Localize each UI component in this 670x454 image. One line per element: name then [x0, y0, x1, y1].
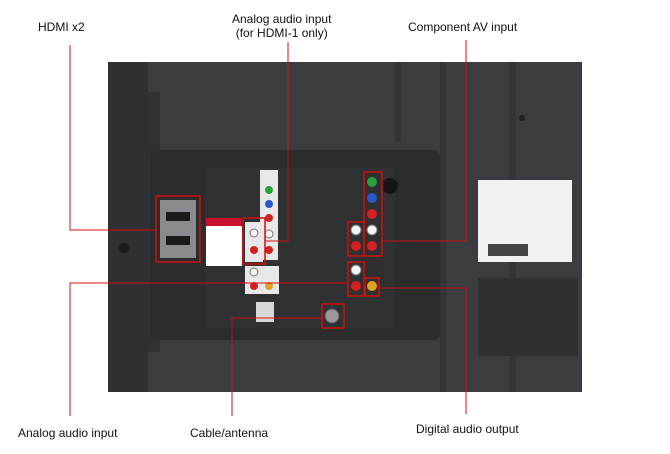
leader-hdmi: [69, 45, 156, 231]
jack-red: [265, 246, 273, 254]
mount-screw: [119, 243, 129, 253]
analog-hdmi-label: Analog audio input (for HDMI-1 only): [232, 12, 331, 40]
component-label: Component AV input: [408, 20, 518, 34]
analog-hdmi-module: [245, 222, 263, 262]
rib: [395, 62, 401, 142]
callout-digital: [364, 277, 380, 297]
callout-analog-audio: [347, 261, 365, 297]
jack-white: [350, 224, 362, 236]
hdmi-sticker-header: [206, 218, 242, 226]
jack-blue: [265, 200, 273, 208]
leader-component: [382, 40, 467, 242]
leader-digital: [379, 287, 467, 414]
jack-white: [366, 224, 378, 236]
vent-grille: [478, 278, 578, 356]
jack-white: [350, 264, 362, 276]
callout-component-left: [347, 221, 365, 257]
mount-hole: [519, 115, 525, 121]
digital-audio-label: Digital audio output: [416, 422, 519, 436]
callout-component: [363, 171, 383, 257]
leader-lines: [69, 40, 467, 416]
hdmi-module: [160, 200, 196, 258]
jack-red: [367, 209, 377, 219]
cable-antenna-label: Cable/antenna: [190, 426, 269, 440]
cable-connector: [324, 308, 340, 324]
jack-orange: [367, 281, 377, 291]
left-edge: [108, 62, 148, 392]
jack-green: [265, 186, 273, 194]
jack-white: [249, 267, 259, 277]
jack-red: [351, 241, 361, 251]
jack-red: [250, 282, 258, 290]
leader-analog-audio: [69, 282, 348, 416]
jack-green: [367, 177, 377, 187]
jack-red: [265, 214, 273, 222]
rib: [440, 62, 446, 392]
hdmi-label: HDMI x2: [38, 20, 85, 34]
jack-orange: [265, 282, 273, 290]
hdmi-port-2: [166, 236, 190, 245]
leader-cable: [231, 317, 322, 416]
callout-hdmi: [155, 195, 201, 263]
callout-cable: [321, 303, 345, 329]
analog-hdmi-label-line1: Analog audio input: [232, 12, 332, 26]
jack-red: [250, 246, 258, 254]
jack-red: [351, 281, 361, 291]
jack-white: [249, 228, 259, 238]
analog-hdmi-label-line2: (for HDMI-1 only): [235, 26, 328, 40]
hdmi-port-1: [166, 212, 190, 221]
analog-audio-label: Analog audio input: [18, 426, 118, 440]
power-hole: [382, 178, 398, 194]
jack-blue: [367, 193, 377, 203]
barcode: [488, 244, 528, 256]
jack-white: [264, 229, 274, 239]
cable-module: [256, 302, 274, 322]
jack-red: [367, 241, 377, 251]
leader-analog-hdmi: [265, 42, 289, 242]
